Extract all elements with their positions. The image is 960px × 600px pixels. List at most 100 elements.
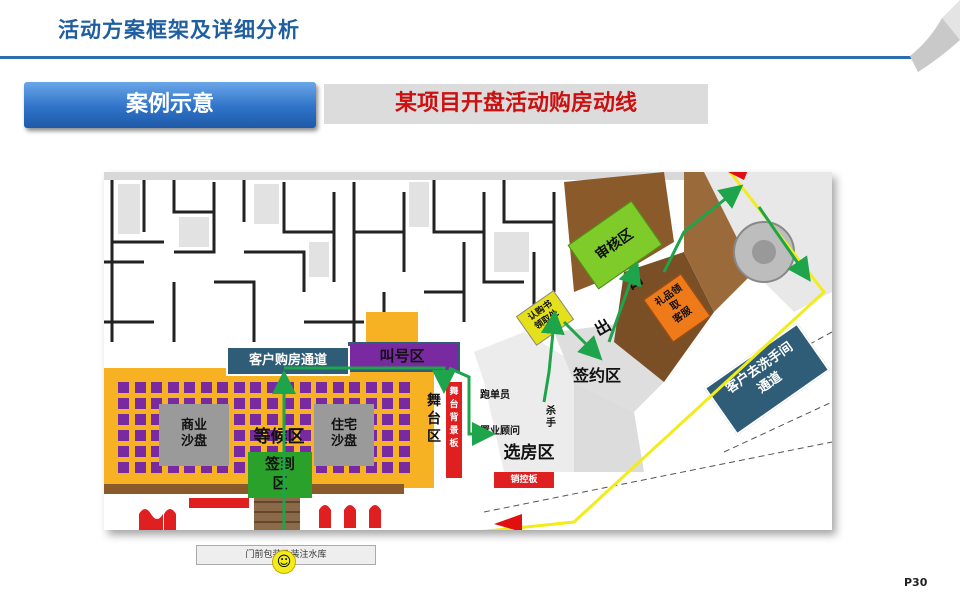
stage-label: 舞台区: [427, 393, 441, 445]
seat: [217, 462, 228, 473]
header-divider: [0, 56, 918, 59]
seat: [217, 382, 228, 393]
seat: [266, 414, 278, 425]
seat: [233, 446, 245, 457]
seat: [382, 446, 393, 457]
seat: [250, 446, 261, 457]
red-direction-arrows: [494, 172, 748, 530]
seat: [349, 398, 360, 409]
seat: [299, 414, 311, 425]
seat: [151, 462, 162, 473]
seat: [134, 446, 146, 457]
stage-backboard: [446, 382, 462, 478]
seat: [118, 414, 129, 425]
page-curl-decoration: [910, 0, 960, 72]
seat: [299, 430, 311, 441]
seat: [398, 414, 410, 425]
seat: [332, 382, 344, 393]
seat: [299, 398, 311, 409]
seat: [233, 414, 245, 425]
seat: [316, 462, 327, 473]
seat: [118, 382, 129, 393]
seat: [134, 398, 146, 409]
seat: [398, 430, 410, 441]
seat: [398, 446, 410, 457]
commercial-sandtable: [159, 404, 229, 466]
seat: [382, 382, 393, 393]
seat: [134, 414, 146, 425]
seat: [200, 462, 212, 473]
seat: [332, 398, 344, 409]
page-number: P30: [904, 576, 928, 589]
seat: [398, 382, 410, 393]
seat: [349, 462, 360, 473]
consultant-label: 置业顾问: [480, 426, 520, 437]
seat: [151, 382, 162, 393]
seat: [250, 414, 261, 425]
seat: [365, 382, 377, 393]
residential-sandtable-label: 住宅沙盘: [330, 418, 357, 449]
green-purchase-path: [272, 184, 811, 530]
closer-label: 杀手: [546, 406, 556, 429]
seat: [398, 462, 410, 473]
seat: [266, 398, 278, 409]
seat: [151, 430, 162, 441]
seat: [398, 398, 410, 409]
seat: [151, 446, 162, 457]
seat: [233, 398, 245, 409]
seat: [365, 398, 377, 409]
floor-plan: 商业沙盘 住宅沙盘 等候区 签到区 叫号区 客户购房通道 舞台区 舞台背景板 跑…: [104, 172, 832, 530]
seat: [184, 462, 195, 473]
seat: [250, 398, 261, 409]
seat: [118, 398, 129, 409]
signing-zone-label: 签约区: [572, 366, 621, 385]
seat: [382, 462, 393, 473]
seat: [118, 446, 129, 457]
seat: [382, 398, 393, 409]
sales-board: 销控板: [494, 472, 554, 488]
seat: [332, 462, 344, 473]
yellow-exit-path: [482, 172, 827, 530]
seat: [250, 382, 261, 393]
page-title: 活动方案框架及详细分析: [58, 18, 300, 42]
commercial-sandtable-label: 商业沙盘: [180, 418, 207, 449]
seat: [217, 398, 228, 409]
seat: [134, 382, 146, 393]
seat: [134, 430, 146, 441]
sign-in-zone: [248, 452, 312, 498]
seat: [283, 398, 294, 409]
seat: [134, 462, 146, 473]
seat: [266, 446, 278, 457]
seat: [283, 414, 294, 425]
seat: [118, 462, 129, 473]
seat: [167, 382, 179, 393]
runner-label: 跑单员: [480, 390, 510, 401]
case-example-label: 案例示意: [24, 82, 316, 128]
residential-sandtable: [314, 404, 374, 466]
seat: [299, 382, 311, 393]
seat: [167, 398, 179, 409]
seat: [233, 462, 245, 473]
seat: [200, 382, 212, 393]
seat: [184, 382, 195, 393]
seat: [151, 414, 162, 425]
customer-smiley-icon: ☺: [272, 550, 296, 574]
seat: [233, 430, 245, 441]
seat: [349, 382, 360, 393]
selection-zone-label: 选房区: [503, 443, 555, 463]
seat: [299, 446, 311, 457]
diagram-subtitle: 某项目开盘活动购房动线: [324, 84, 708, 124]
seat: [184, 398, 195, 409]
seat: [365, 462, 377, 473]
seat: [167, 462, 179, 473]
seat: [382, 430, 393, 441]
waiting-zone-label: 等候区: [253, 427, 305, 447]
call-number-label: 叫号区: [379, 347, 425, 365]
seat: [118, 430, 129, 441]
seat: [283, 430, 294, 441]
seat: [233, 382, 245, 393]
seat: [151, 398, 162, 409]
flow-paths: [272, 172, 827, 530]
seat: [316, 398, 327, 409]
seat: [316, 382, 327, 393]
